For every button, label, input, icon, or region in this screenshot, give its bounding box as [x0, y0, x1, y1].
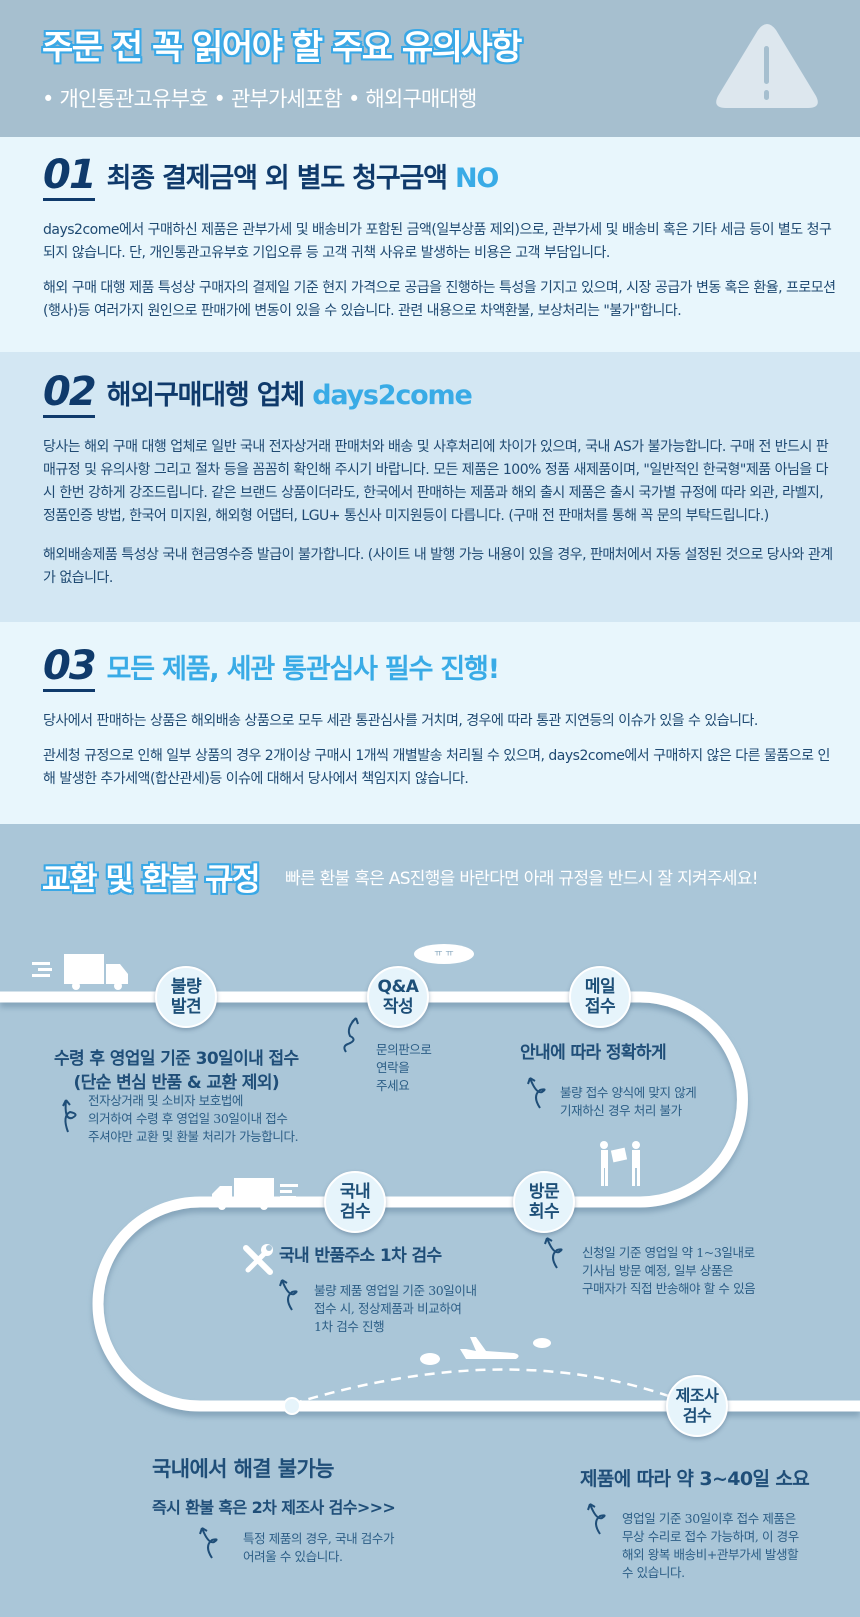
curl-arrow-icon — [587, 1503, 606, 1535]
refund-heading: 교환 및 환불 규정 빠른 환불 혹은 AS진행을 바란다면 아래 규정을 반드… — [42, 854, 759, 899]
section-title: 최종 결제금액 외 별도 청구금액 NO — [106, 156, 500, 201]
section-heading: 03 모든 제품, 세관 통관심사 필수 진행! — [43, 640, 836, 692]
section-02: 02 해외구매대행 업체 days2come 당사는 해외 구매 대행 업체로 … — [0, 352, 860, 622]
curl-arrow-icon — [62, 1099, 77, 1133]
section-03: 03 모든 제품, 세관 통관심사 필수 진행! 당사에서 판매하는 상품은 해… — [0, 622, 860, 824]
section-title-accent: days2come — [312, 380, 473, 411]
section-number: 03 — [43, 645, 97, 692]
section-paragraph: 해외 구매 대행 제품 특성상 구매자의 결제일 기준 현지 가격으로 공급을 … — [43, 280, 836, 319]
header-tags: • 개인통관고유부호 • 관부가세포함 • 해외구매대행 — [42, 87, 477, 111]
section-paragraph: 당사는 해외 구매 대행 업체로 일반 국내 전자상거래 판매처와 배송 및 사… — [43, 439, 829, 524]
refund-title: 교환 및 환불 규정 — [42, 862, 261, 898]
notice-header: 주문 전 꼭 읽어야 할 주요 유의사항 • 개인통관고유부호 • 관부가세포함… — [0, 0, 860, 137]
step-title: 안내에 따라 정확하게 — [520, 1043, 667, 1063]
step-title: 수령 후 영업일 기준 30일이내 접수 (단순 변심 반품 & 교환 제외) — [54, 1049, 299, 1093]
step-note: 불량 접수 양식에 맞지 않게 기재하신 경우 처리 불가 — [560, 1085, 697, 1118]
speech-bubble-icon: ㅠ ㅠ — [414, 944, 474, 964]
airplane-icon — [420, 1337, 551, 1365]
curl-arrow-icon — [544, 1237, 563, 1269]
section-title: 해외구매대행 업체 days2come — [106, 373, 473, 418]
step-note: 신청일 기준 영업일 약 1~3일내로 기사님 방문 예정, 일부 상품은 구매… — [582, 1245, 756, 1296]
package-handover-icon — [600, 1141, 640, 1186]
step-domestic-inspection: 국내 검수 — [324, 1171, 386, 1233]
section-01: 01 최종 결제금액 외 별도 청구금액 NO days2come에서 구매하신… — [0, 137, 860, 352]
domestic-fail-title: 국내에서 해결 불가능 — [152, 1457, 335, 1481]
section-heading: 01 최종 결제금액 외 별도 청구금액 NO — [43, 149, 836, 201]
section-heading: 02 해외구매대행 업체 days2come — [43, 366, 836, 418]
curl-arrow-icon — [199, 1527, 218, 1559]
step-note: 영업일 기준 30일이후 접수 제품은 무상 수리로 접수 가능하며, 이 경우… — [622, 1511, 799, 1580]
step-title: 국내 반품주소 1차 검수 — [279, 1246, 442, 1266]
step-qa-write: Q&A 작성 — [367, 966, 429, 1028]
refund-subtitle: 빠른 환불 혹은 AS진행을 바란다면 아래 규정을 반드시 잘 지켜주세요! — [285, 869, 759, 889]
refund-process-section: 교환 및 환불 규정 빠른 환불 혹은 AS진행을 바란다면 아래 규정을 반드… — [0, 824, 860, 1617]
curl-arrow-icon — [343, 1017, 359, 1053]
page-title: 주문 전 꼭 읽어야 할 주요 유의사항 — [42, 28, 522, 68]
step-note: 문의판으로 연락을 주세요 — [376, 1042, 432, 1093]
step-visit-pickup: 방문 회수 — [513, 1171, 575, 1233]
curl-arrow-icon — [279, 1279, 298, 1311]
section-paragraph: 관세청 규정으로 인해 일부 상품의 경우 2개이상 구매시 1개씩 개별발송 … — [43, 748, 830, 787]
wrench-screwdriver-icon — [243, 1244, 273, 1275]
step-title: 제품에 따라 약 3~40일 소요 — [580, 1468, 810, 1490]
section-title-text: 해외구매대행 업체 — [106, 380, 306, 411]
section-paragraph: days2come에서 구매하신 제품은 관부가세 및 배송비가 포함된 금액(… — [43, 222, 832, 261]
process-road — [0, 991, 860, 1415]
delivery-truck-icon — [32, 954, 128, 990]
curl-arrow-icon — [527, 1077, 546, 1109]
section-number: 01 — [43, 154, 97, 201]
step-manufacturer-inspection: 제조사 검수 — [666, 1375, 728, 1437]
domestic-fail-subtitle: 즉시 환불 혹은 2차 제조사 검수>>> — [152, 1498, 396, 1517]
warning-triangle-icon — [716, 24, 818, 108]
section-title-accent: NO — [455, 163, 499, 194]
section-title: 모든 제품, 세관 통관심사 필수 진행! — [106, 654, 500, 685]
delivery-truck-icon — [212, 1178, 298, 1210]
section-number: 02 — [43, 371, 97, 418]
step-note: 특정 제품의 경우, 국내 검수가 어려울 수 있습니다. — [243, 1531, 395, 1564]
section-paragraph: 당사에서 판매하는 상품은 해외배송 상품으로 모두 세관 통관심사를 거치며,… — [43, 713, 758, 729]
section-title-text: 최종 결제금액 외 별도 청구금액 — [106, 163, 448, 194]
step-email-receipt: 메일 접수 — [569, 966, 631, 1028]
step-note: 불량 제품 영업일 기준 30일이내 접수 시, 정상제품과 비교하여 1차 검… — [314, 1283, 477, 1334]
step-defect-found: 불량 발견 — [155, 966, 217, 1028]
section-paragraph: 해외배송제품 특성상 국내 현금영수증 발급이 불가합니다. (사이트 내 발행… — [43, 547, 833, 586]
step-note: 전자상거래 및 소비자 보호법에 의거하여 수령 후 영업일 30일이내 접수 … — [88, 1093, 299, 1144]
